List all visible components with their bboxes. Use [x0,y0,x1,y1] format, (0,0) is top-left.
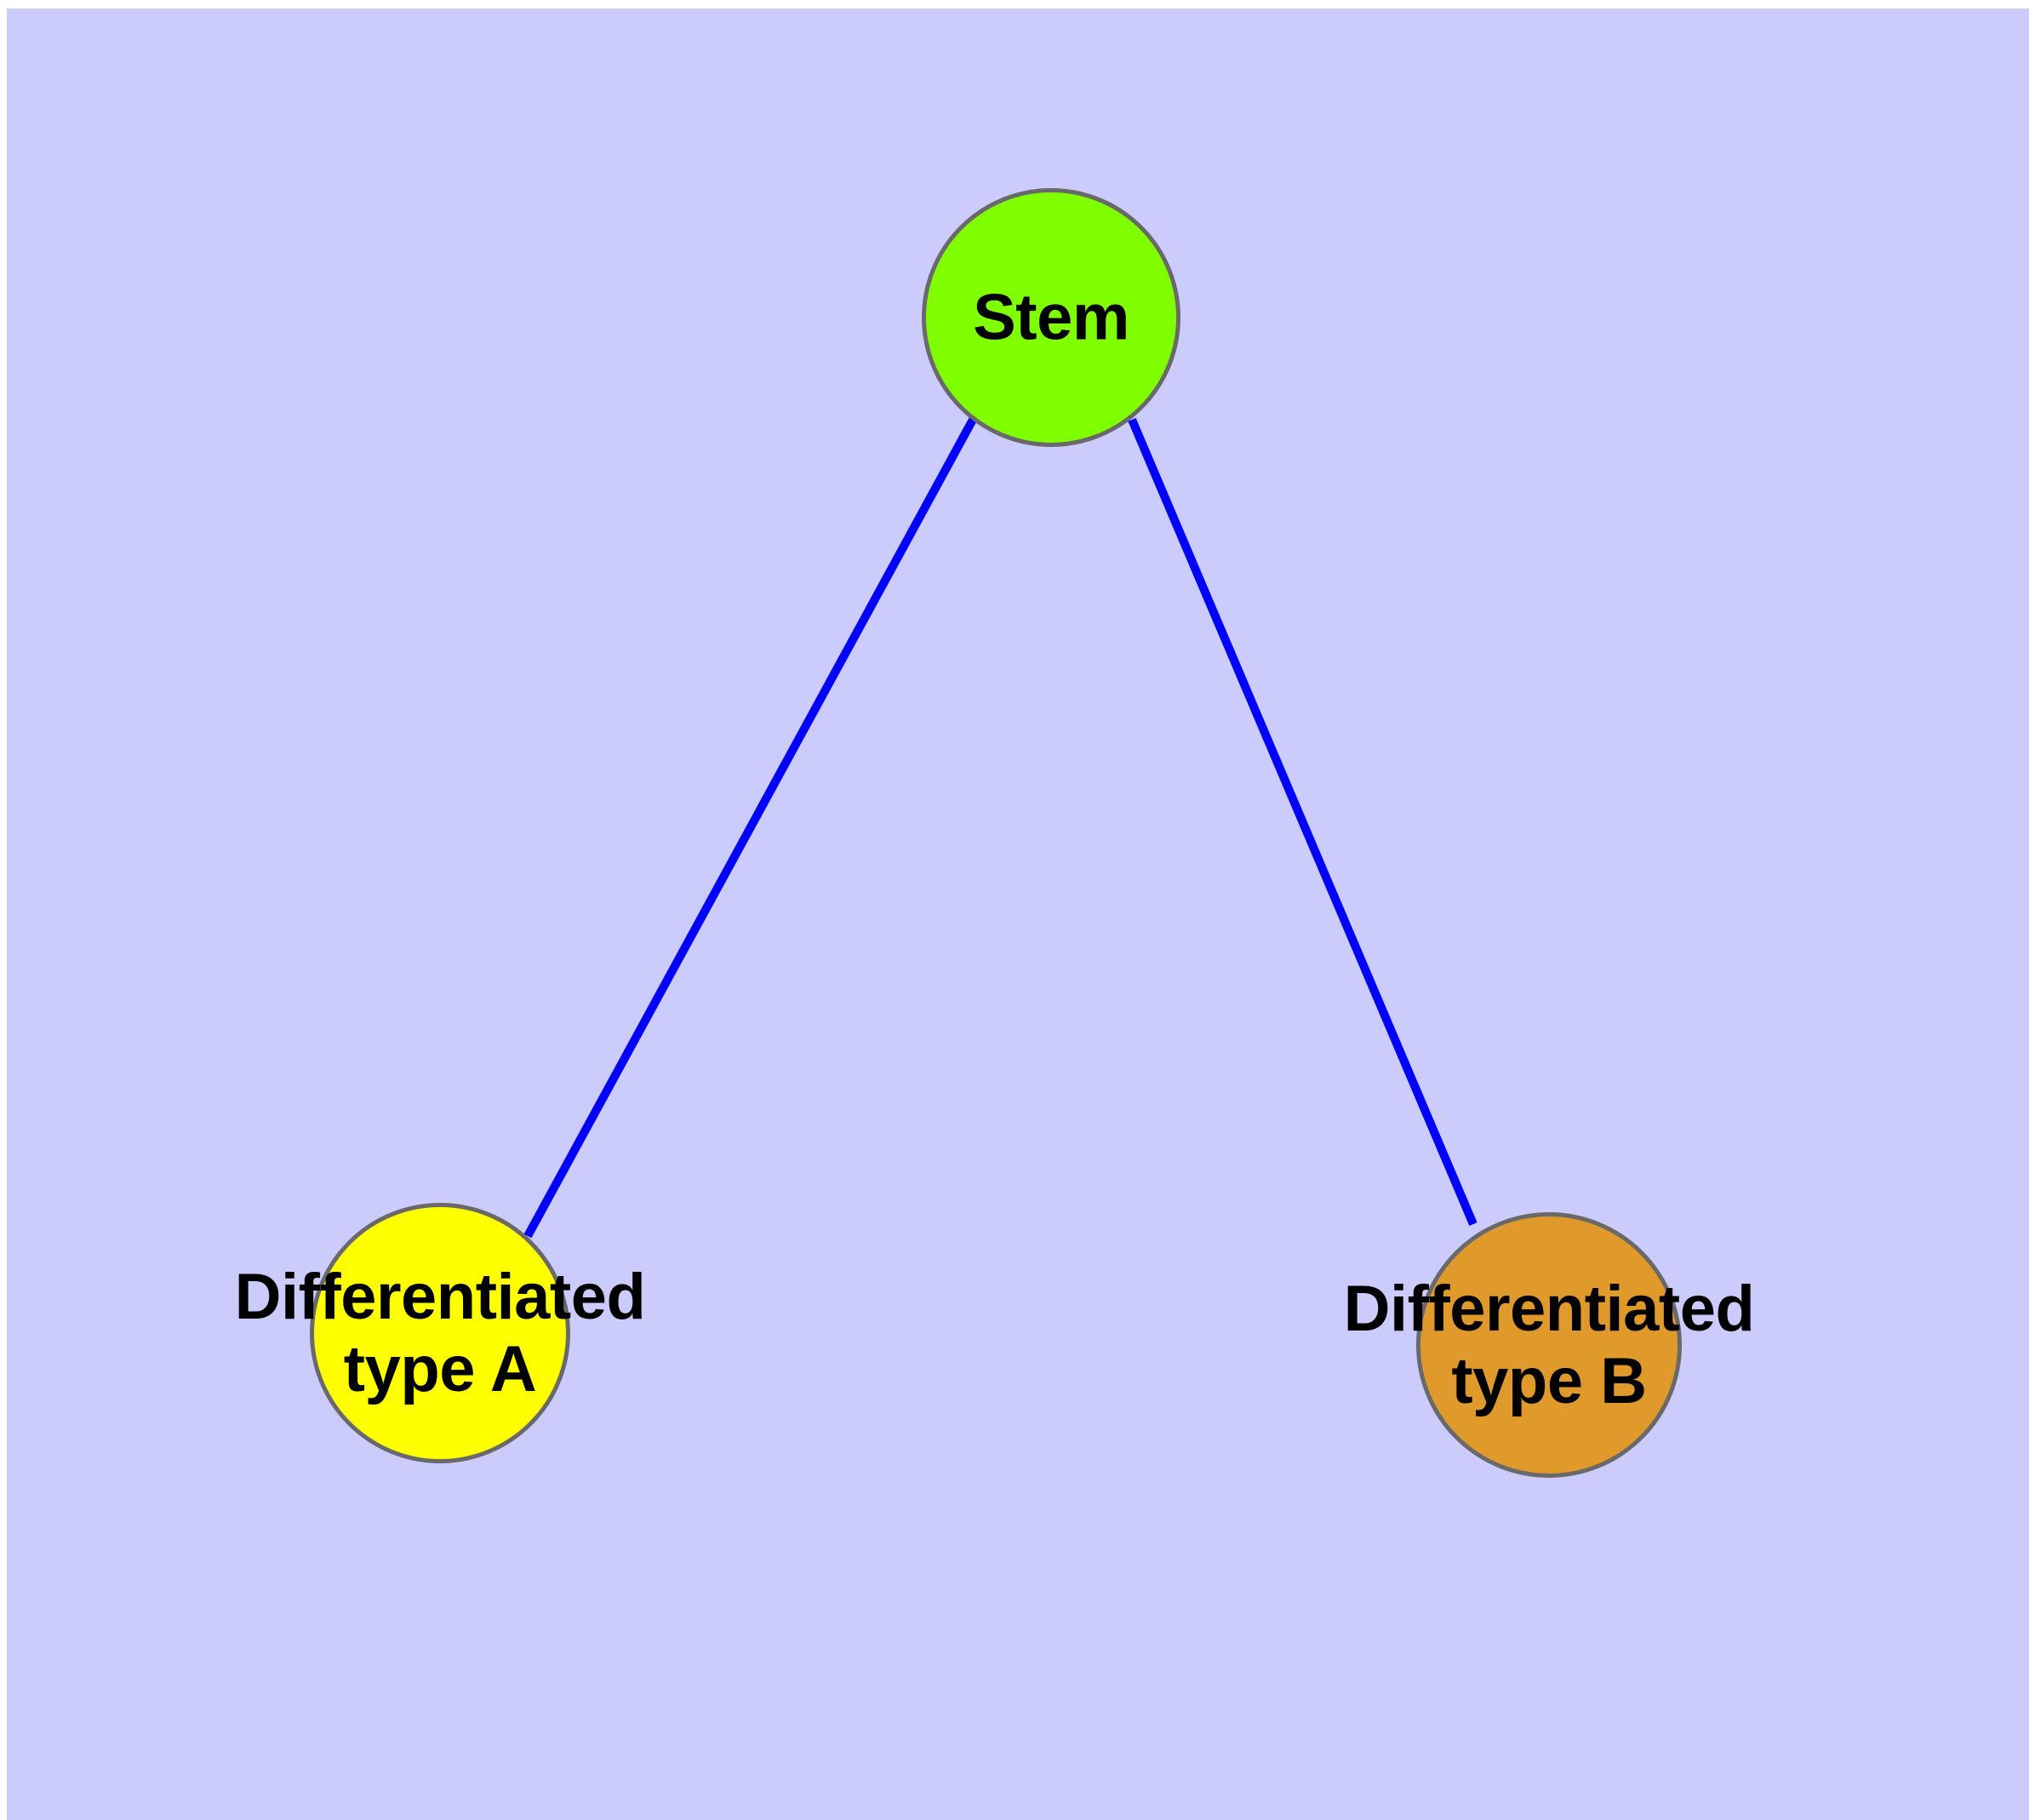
node-stem[interactable]: Stem [922,188,1180,447]
node-differentiated-type-b[interactable]: Differentiated type B [1344,1212,1755,1478]
edge-stem-to-diff-a [523,417,977,1239]
node-stem-label: Stem [973,281,1129,354]
diagram-plot-area: Stem Differentiated type A Differentiate… [7,9,2029,1820]
edge-stem-to-diff-b [1128,418,1477,1226]
edge-layer [523,417,1477,1239]
node-differentiated-type-a[interactable]: Differentiated type A [235,1203,646,1463]
